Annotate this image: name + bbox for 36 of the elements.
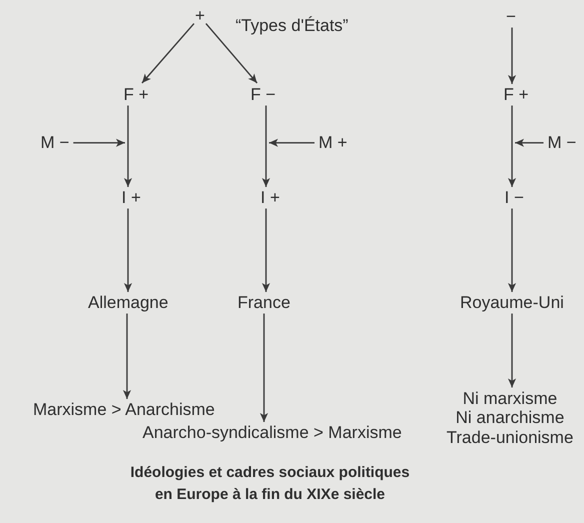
arrow <box>269 138 314 147</box>
factor-label: F − <box>250 85 276 105</box>
figure-caption: Idéologies et cadres sociaux politiques en Europe à la fin du XIXe siècle <box>129 463 411 505</box>
arrow <box>205 23 258 84</box>
arrow <box>508 28 516 84</box>
ideology-label: Anarcho-syndicalisme > Marxisme <box>142 423 402 443</box>
ideology-label: Marxisme > Anarchisme <box>33 400 215 420</box>
sign-label: − <box>506 7 516 27</box>
factor-label: F + <box>504 85 529 105</box>
factor-label: I − <box>504 188 524 208</box>
arrow <box>262 208 270 292</box>
arrow <box>122 314 132 399</box>
ideology-label: Ni marxisme <box>462 388 558 408</box>
arrow <box>124 106 132 187</box>
factor-label: M − <box>548 133 576 153</box>
heading-label: “Types d'États” <box>236 16 348 36</box>
ideology-label: Trade-unionisme <box>446 428 574 448</box>
factor-label: M − <box>40 133 70 153</box>
arrow <box>508 314 516 388</box>
sign-label: + <box>195 6 205 26</box>
factor-label: M + <box>318 133 348 153</box>
factor-label: I + <box>260 188 280 208</box>
country-label: France <box>238 293 290 313</box>
arrow <box>508 208 516 292</box>
ideology-label: Ni anarchisme <box>454 408 566 428</box>
factor-label: I + <box>122 188 141 208</box>
arrow <box>515 138 544 147</box>
arrow <box>142 23 194 84</box>
arrow <box>508 106 516 187</box>
arrow <box>260 314 268 422</box>
country-label: Allemagne <box>88 293 168 313</box>
arrow <box>124 208 132 292</box>
factor-label: F + <box>124 85 149 105</box>
arrow <box>73 138 125 147</box>
country-label: Royaume-Uni <box>460 293 564 313</box>
arrow <box>262 106 270 187</box>
